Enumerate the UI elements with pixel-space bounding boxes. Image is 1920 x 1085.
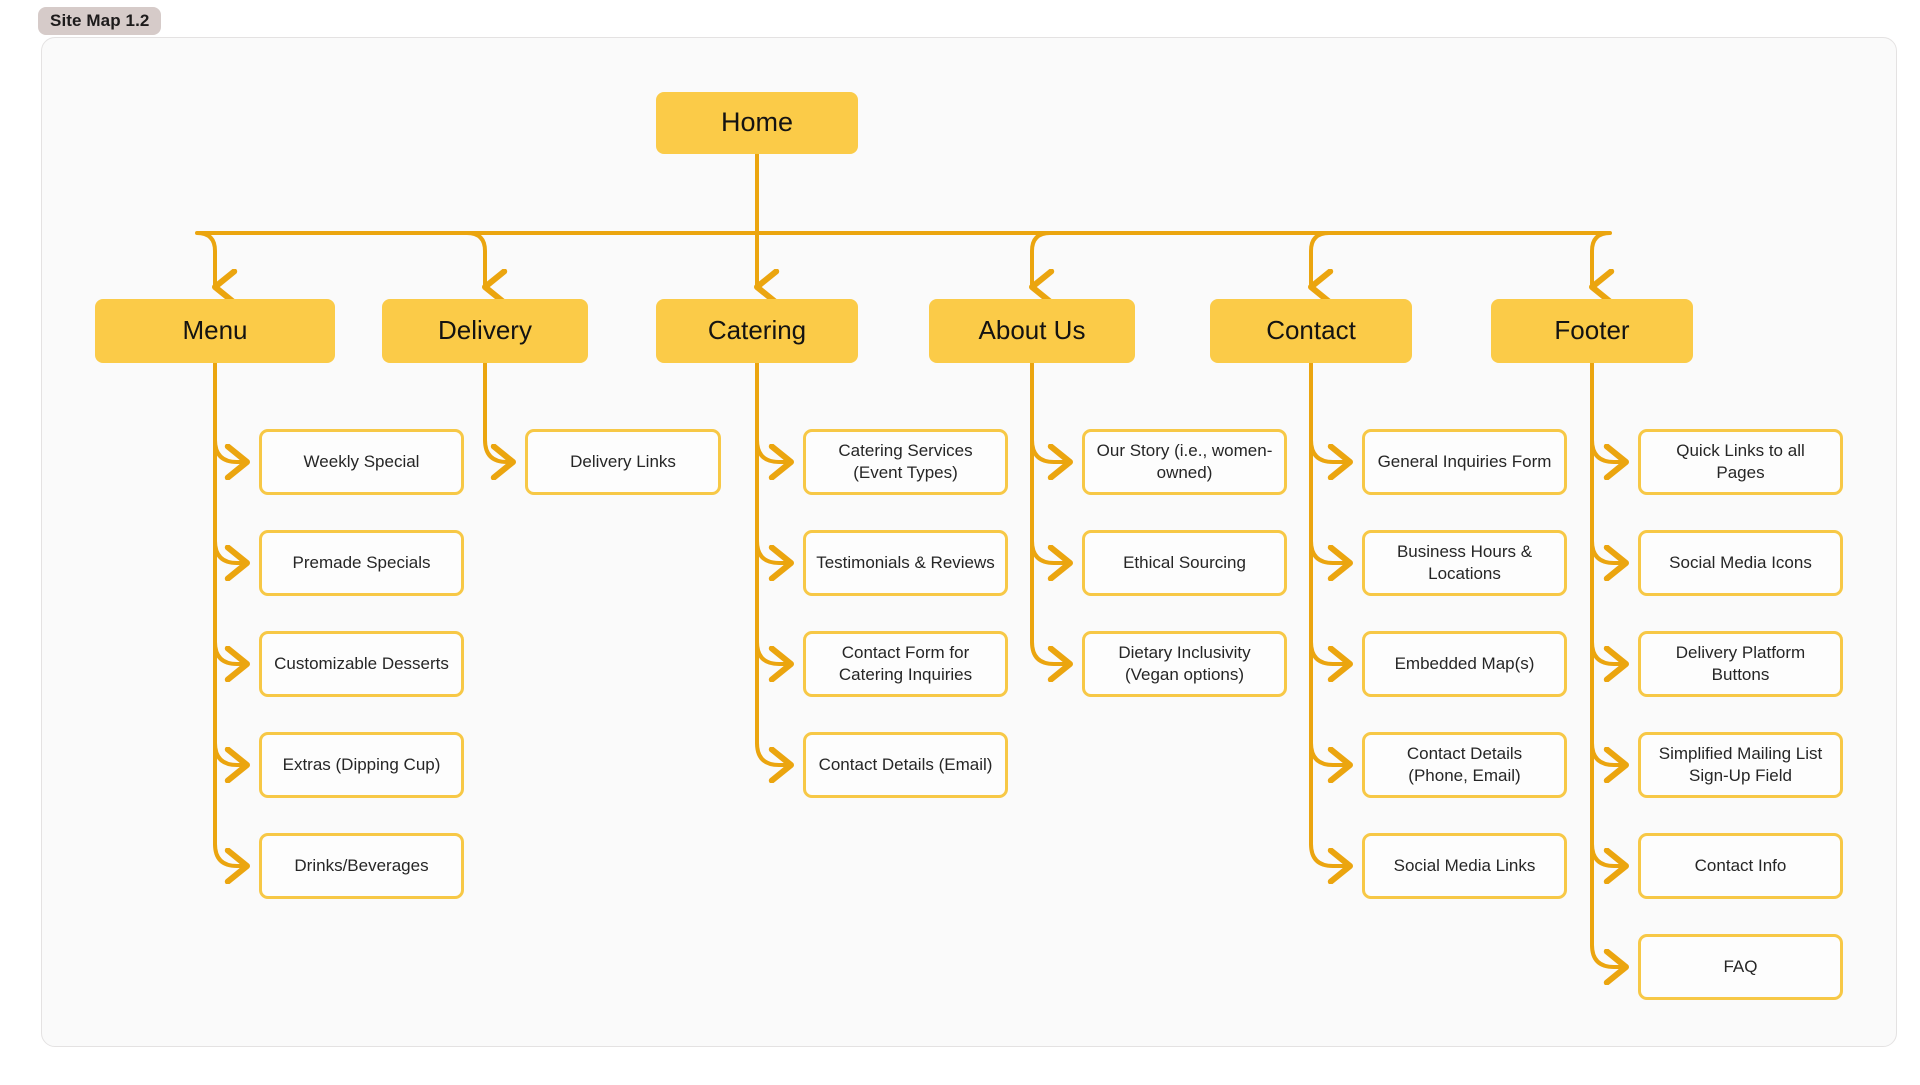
node-leaf-delivery-platform-buttons[interactable]: Delivery Platform Buttons bbox=[1638, 631, 1843, 697]
node-section-menu-label: Menu bbox=[182, 315, 248, 346]
node-section-footer[interactable]: Footer bbox=[1491, 299, 1693, 363]
node-leaf-label: Quick Links to all Pages bbox=[1676, 440, 1805, 482]
node-leaf-simplified-mailing-list-sign-up-field[interactable]: Simplified Mailing List Sign-Up Field bbox=[1638, 732, 1843, 798]
node-leaf-customizable-desserts[interactable]: Customizable Desserts bbox=[259, 631, 464, 697]
node-leaf-our-story-i-e-women-owned[interactable]: Our Story (i.e., women-owned) bbox=[1082, 429, 1287, 495]
node-leaf-general-inquiries-form[interactable]: General Inquiries Form bbox=[1362, 429, 1567, 495]
node-leaf-contact-info[interactable]: Contact Info bbox=[1638, 833, 1843, 899]
diagram-title-pill: Site Map 1.2 bbox=[38, 7, 162, 35]
node-leaf-label: Customizable Desserts bbox=[274, 653, 449, 673]
node-leaf-label: FAQ bbox=[1723, 956, 1758, 976]
node-leaf-label: Delivery Platform Buttons bbox=[1675, 642, 1806, 684]
node-leaf-label: Premade Specials bbox=[292, 552, 431, 572]
node-leaf-label: Ethical Sourcing bbox=[1123, 552, 1246, 572]
node-leaf-label: Dietary Inclusivity (Vegan options) bbox=[1118, 642, 1251, 684]
node-leaf-delivery-links[interactable]: Delivery Links bbox=[525, 429, 721, 495]
node-leaf-contact-details-phone-email[interactable]: Contact Details (Phone, Email) bbox=[1362, 732, 1567, 798]
node-leaf-label: Contact Details (Email) bbox=[818, 754, 993, 774]
node-section-contact-label: Contact bbox=[1266, 315, 1356, 346]
node-leaf-contact-form-for-catering-inquiries[interactable]: Contact Form for Catering Inquiries bbox=[803, 631, 1008, 697]
node-leaf-social-media-icons[interactable]: Social Media Icons bbox=[1638, 530, 1843, 596]
node-section-catering[interactable]: Catering bbox=[656, 299, 858, 363]
node-leaf-label: Our Story (i.e., women-owned) bbox=[1096, 440, 1273, 482]
node-leaf-label: Weekly Special bbox=[303, 451, 420, 471]
node-leaf-social-media-links[interactable]: Social Media Links bbox=[1362, 833, 1567, 899]
node-leaf-extras-dipping-cup[interactable]: Extras (Dipping Cup) bbox=[259, 732, 464, 798]
node-section-contact[interactable]: Contact bbox=[1210, 299, 1412, 363]
node-leaf-premade-specials[interactable]: Premade Specials bbox=[259, 530, 464, 596]
node-leaf-label: Simplified Mailing List Sign-Up Field bbox=[1658, 743, 1823, 785]
node-section-about-us-label: About Us bbox=[978, 315, 1086, 346]
node-leaf-drinks-beverages[interactable]: Drinks/Beverages bbox=[259, 833, 464, 899]
node-leaf-label: Social Media Icons bbox=[1669, 552, 1812, 572]
node-leaf-label: Testimonials & Reviews bbox=[816, 552, 995, 572]
node-leaf-label: Drinks/Beverages bbox=[294, 855, 429, 875]
node-leaf-quick-links-to-all-pages[interactable]: Quick Links to all Pages bbox=[1638, 429, 1843, 495]
node-section-about-us[interactable]: About Us bbox=[929, 299, 1135, 363]
node-leaf-label: Social Media Links bbox=[1393, 855, 1536, 875]
node-section-footer-label: Footer bbox=[1554, 315, 1630, 346]
node-leaf-business-hours-locations[interactable]: Business Hours & Locations bbox=[1362, 530, 1567, 596]
node-home[interactable]: Home bbox=[656, 92, 858, 154]
node-leaf-embedded-map-s[interactable]: Embedded Map(s) bbox=[1362, 631, 1567, 697]
node-leaf-label: Extras (Dipping Cup) bbox=[282, 754, 441, 774]
node-leaf-weekly-special[interactable]: Weekly Special bbox=[259, 429, 464, 495]
node-section-delivery-label: Delivery bbox=[438, 315, 532, 346]
node-leaf-label: Contact Details (Phone, Email) bbox=[1406, 743, 1523, 785]
node-leaf-label: Contact Form for Catering Inquiries bbox=[838, 642, 973, 684]
node-leaf-label: Embedded Map(s) bbox=[1394, 653, 1535, 673]
node-leaf-faq[interactable]: FAQ bbox=[1638, 934, 1843, 1000]
node-home-label: Home bbox=[720, 107, 794, 138]
node-leaf-label: General Inquiries Form bbox=[1377, 451, 1552, 471]
node-leaf-label: Business Hours & Locations bbox=[1396, 541, 1533, 583]
node-leaf-dietary-inclusivity-vegan-options[interactable]: Dietary Inclusivity (Vegan options) bbox=[1082, 631, 1287, 697]
node-leaf-label: Catering Services (Event Types) bbox=[838, 440, 973, 482]
node-leaf-ethical-sourcing[interactable]: Ethical Sourcing bbox=[1082, 530, 1287, 596]
node-leaf-label: Delivery Links bbox=[570, 451, 676, 471]
node-leaf-contact-details-email[interactable]: Contact Details (Email) bbox=[803, 732, 1008, 798]
node-leaf-testimonials-reviews[interactable]: Testimonials & Reviews bbox=[803, 530, 1008, 596]
node-section-catering-label: Catering bbox=[707, 315, 807, 346]
node-section-menu[interactable]: Menu bbox=[95, 299, 335, 363]
node-leaf-label: Contact Info bbox=[1694, 855, 1787, 875]
node-leaf-catering-services-event-types[interactable]: Catering Services (Event Types) bbox=[803, 429, 1008, 495]
node-section-delivery[interactable]: Delivery bbox=[382, 299, 588, 363]
